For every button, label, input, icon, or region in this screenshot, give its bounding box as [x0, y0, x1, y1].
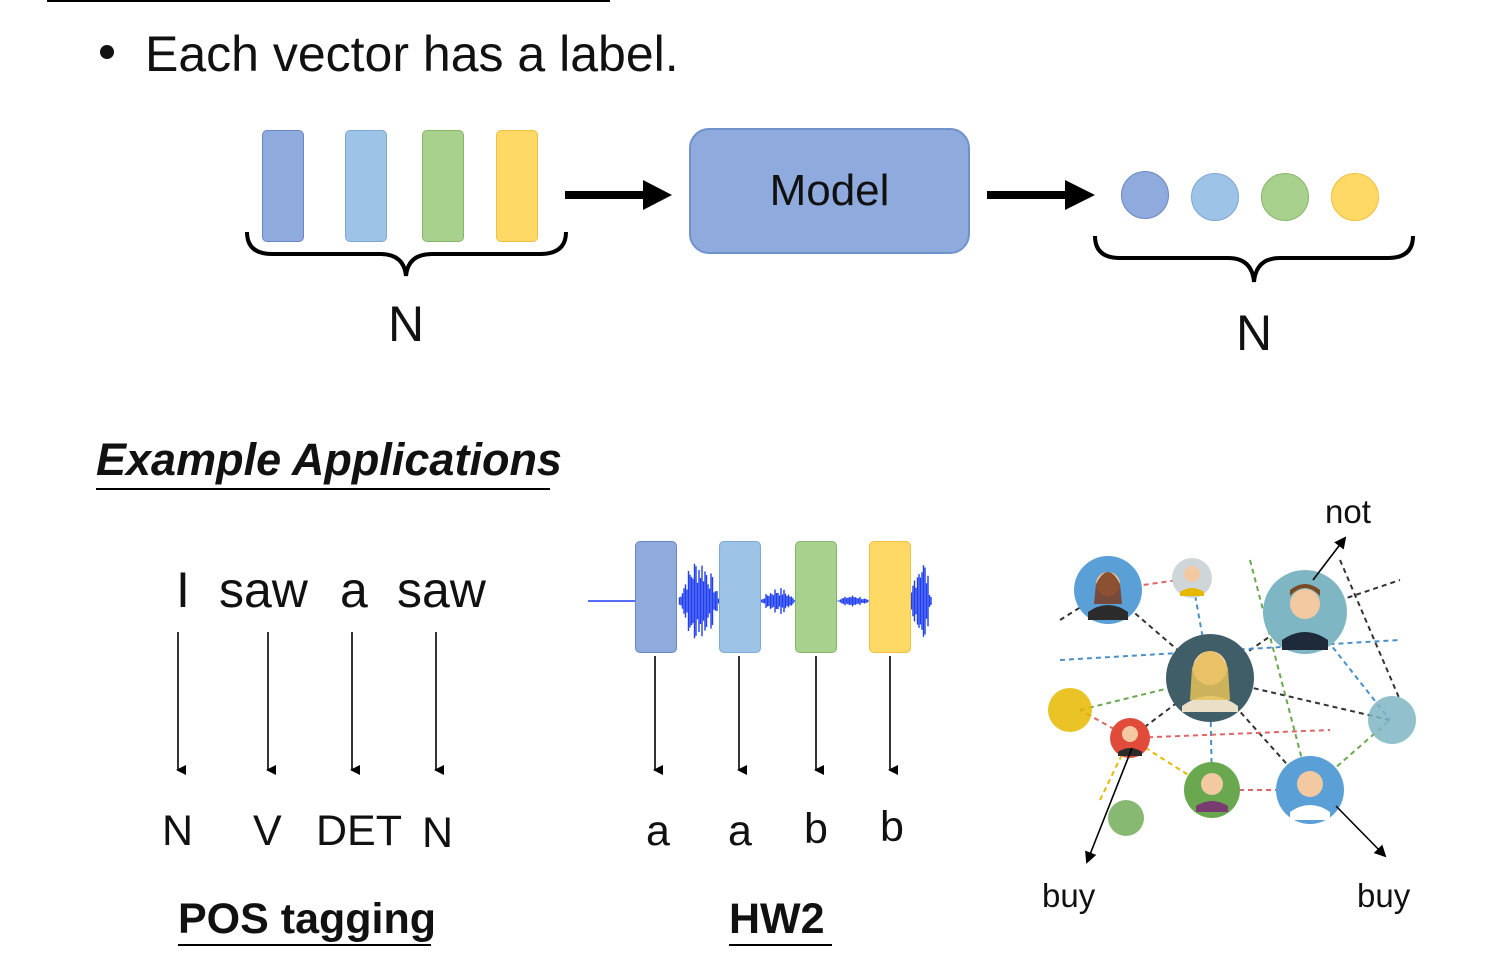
speech-vector-4: [869, 541, 911, 653]
model-box: Model: [689, 128, 970, 254]
output-brace: [1093, 235, 1415, 283]
bullet-text: Each vector has a label.: [145, 26, 679, 82]
person-node-top-right: [1263, 570, 1347, 654]
speech-vector-2: [719, 541, 761, 653]
pos-word-4: saw: [397, 562, 486, 618]
pos-caption: POS tagging: [178, 895, 436, 943]
person-node-right-edge: [1368, 696, 1416, 744]
input-vector-4: [496, 130, 538, 242]
pos-caption-underline: [178, 944, 431, 946]
pos-tag-3: DET: [316, 807, 402, 855]
hw2-caption-underline: [729, 944, 832, 946]
person-node-bottom-middle: [1184, 762, 1240, 818]
input-vector-2: [345, 130, 387, 242]
output-count-label: N: [1236, 305, 1273, 361]
person-node-bottom-left: [1108, 800, 1144, 836]
model-label: Model: [769, 166, 890, 215]
speech-waveform: [588, 563, 932, 639]
output-label-1: [1121, 171, 1169, 219]
person-node-center: [1166, 634, 1254, 722]
arrow-to-model: [565, 180, 672, 210]
arrow-from-model: [987, 180, 1095, 210]
hw2-caption: HW2: [729, 895, 825, 943]
pos-arrows: [176, 632, 444, 775]
input-brace: [245, 231, 568, 277]
input-vector-1: [262, 130, 304, 242]
hw2-label-2: a: [728, 807, 752, 855]
input-vector-3: [422, 130, 464, 242]
top-rule: [47, 0, 610, 2]
social-label-buy-right: buy: [1357, 877, 1411, 914]
output-label-4: [1331, 173, 1379, 221]
hw2-label-1: a: [646, 807, 670, 855]
hw2-label-4: b: [880, 803, 904, 851]
person-node-small-top: [1172, 558, 1212, 598]
hw2-label-3: b: [804, 805, 828, 853]
hw2-arrows: [653, 656, 898, 775]
output-label-3: [1261, 173, 1309, 221]
pos-word-3: a: [340, 562, 368, 618]
social-label-not: not: [1325, 493, 1371, 530]
input-count-label: N: [388, 296, 425, 352]
person-node-left-edge: [1048, 688, 1092, 732]
person-node-bottom-right: [1276, 756, 1344, 824]
pos-word-1: I: [176, 562, 190, 618]
bullet-icon: [100, 45, 114, 59]
examples-heading: Example Applications: [96, 434, 562, 485]
person-node-left-red: [1110, 718, 1150, 758]
speech-vector-3: [795, 541, 837, 653]
social-network-graph: [1048, 536, 1416, 864]
person-node-top-left: [1074, 556, 1142, 624]
social-label-buy-left: buy: [1042, 877, 1096, 914]
pos-tag-2: V: [253, 807, 282, 855]
pos-tag-4: N: [422, 809, 454, 857]
heading-underline: [96, 488, 550, 490]
speech-vector-1: [635, 541, 677, 653]
output-label-2: [1191, 173, 1239, 221]
pos-tag-1: N: [162, 807, 194, 855]
pos-word-2: saw: [219, 562, 308, 618]
